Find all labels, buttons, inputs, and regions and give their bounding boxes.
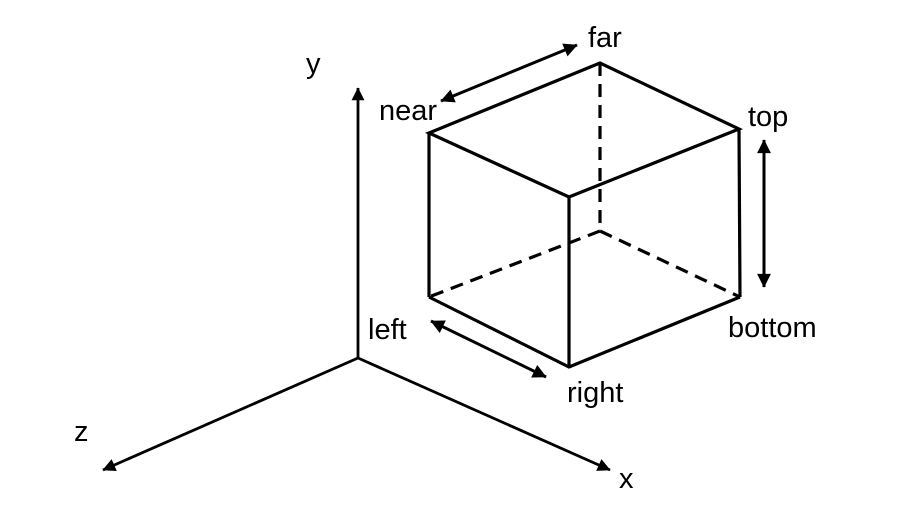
cube-right-vertical-edge [737,128,742,298]
z-axis-arrow [102,356,359,472]
left-right-double-arrow [430,319,547,379]
cube-hidden-back-left-edge [428,229,601,299]
right-label: right [567,377,623,409]
x-axis-label: x [619,463,634,495]
cube-bottom-front-edges [428,295,741,369]
direction-arrows [430,43,771,379]
z-axis-label: z [74,416,89,448]
coordinate-axes [102,87,611,472]
cube-top-face-edges [424,61,743,199]
y-axis-label: y [306,48,321,80]
left-label: left [368,314,407,346]
x-axis-arrow [357,356,611,472]
top-label: top [748,101,788,133]
near-label: near [379,95,437,127]
near-far-double-arrow [440,43,578,103]
far-label: far [588,22,622,54]
cube-hidden-back-right-edge [599,229,741,299]
cube [424,61,743,369]
bottom-label: bottom [728,312,817,344]
